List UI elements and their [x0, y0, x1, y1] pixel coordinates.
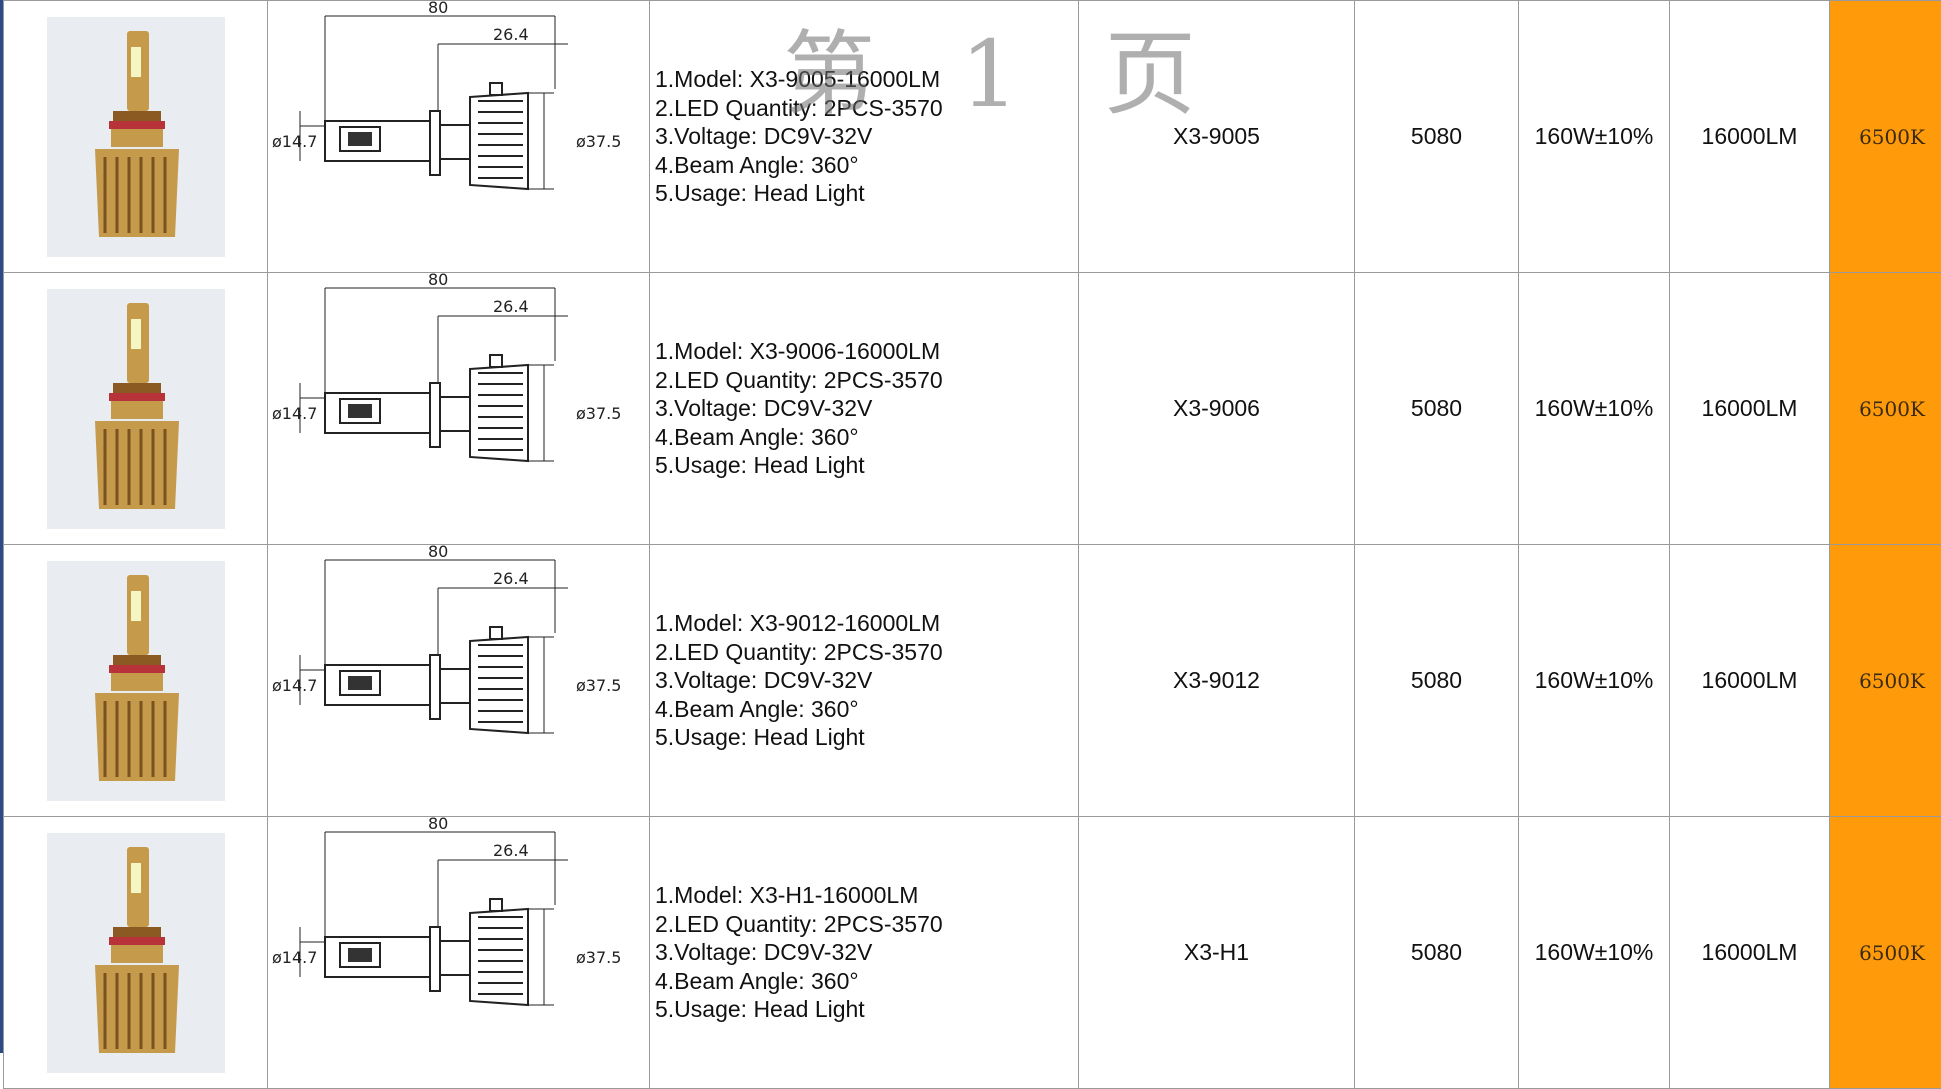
small-diameter-label: ø14.7	[272, 132, 317, 151]
large-diameter-label: ø37.5	[576, 676, 621, 695]
description-line: 5.Usage: Head Light	[655, 723, 1078, 752]
led-headlight-bulb-photo	[47, 561, 225, 801]
lumen-cell: 16000LM	[1670, 273, 1830, 545]
description-line: 2.LED Quantity: 2PCS-3570	[655, 638, 1078, 667]
spreadsheet-page: 80 26.4 ø14.7 ø37.5 1.Model: X3-9005-16000L…	[0, 0, 1941, 1053]
product-photo-cell	[4, 817, 268, 1089]
table-row: 80 26.4 ø14.7 ø37.5 1.Model: X3-9012-16000L…	[4, 545, 1941, 817]
drawing-cell: 80 26.4 ø14.7 ø37.5	[268, 545, 650, 817]
chip-cell: 5080	[1355, 1, 1519, 273]
power-cell: 160W±10%	[1519, 817, 1670, 1089]
description-line: 4.Beam Angle: 360°	[655, 967, 1078, 996]
chip-cell: 5080	[1355, 545, 1519, 817]
bulb-dimension-drawing: 80 26.4 ø14.7 ø37.5	[268, 1, 649, 272]
description-line: 3.Voltage: DC9V-32V	[655, 938, 1078, 967]
neck-dimension-label: 26.4	[493, 841, 529, 860]
large-diameter-label: ø37.5	[576, 404, 621, 423]
color-temperature-cell: 6500K	[1830, 273, 1941, 545]
table-row: 80 26.4 ø14.7 ø37.5 1.Model: X3-H1-16000LM …	[4, 817, 1941, 1089]
led-headlight-bulb-photo	[47, 289, 225, 529]
drawing-cell: 80 26.4 ø14.7 ø37.5	[268, 1, 650, 273]
description-cell: 1.Model: X3-9012-16000LM 2.LED Quantity:…	[650, 545, 1079, 817]
model-cell: X3-9006	[1079, 273, 1355, 545]
power-cell: 160W±10%	[1519, 273, 1670, 545]
small-diameter-label: ø14.7	[272, 404, 317, 423]
description-line: 3.Voltage: DC9V-32V	[655, 394, 1078, 423]
small-diameter-label: ø14.7	[272, 676, 317, 695]
color-temperature-cell: 6500K	[1830, 1, 1941, 273]
color-temperature-cell: 6500K	[1830, 545, 1941, 817]
led-headlight-bulb-photo	[47, 833, 225, 1073]
description-line: 4.Beam Angle: 360°	[655, 151, 1078, 180]
length-dimension-label: 80	[428, 1, 448, 17]
power-cell: 160W±10%	[1519, 545, 1670, 817]
large-diameter-label: ø37.5	[576, 948, 621, 967]
model-cell: X3-H1	[1079, 817, 1355, 1089]
table-row: 80 26.4 ø14.7 ø37.5 1.Model: X3-9006-16000L…	[4, 273, 1941, 545]
bulb-dimension-drawing: 80 26.4 ø14.7 ø37.5	[268, 817, 649, 1088]
product-table: 80 26.4 ø14.7 ø37.5 1.Model: X3-9005-16000L…	[3, 0, 1941, 1089]
bulb-dimension-drawing: 80 26.4 ø14.7 ø37.5	[268, 273, 649, 544]
description-line: 1.Model: X3-9005-16000LM	[655, 65, 1078, 94]
description-line: 2.LED Quantity: 2PCS-3570	[655, 366, 1078, 395]
length-dimension-label: 80	[428, 273, 448, 289]
description-line: 2.LED Quantity: 2PCS-3570	[655, 94, 1078, 123]
bulb-dimension-drawing: 80 26.4 ø14.7 ø37.5	[268, 545, 649, 816]
chip-cell: 5080	[1355, 273, 1519, 545]
neck-dimension-label: 26.4	[493, 297, 529, 316]
drawing-cell: 80 26.4 ø14.7 ø37.5	[268, 817, 650, 1089]
description-line: 3.Voltage: DC9V-32V	[655, 666, 1078, 695]
description-line: 2.LED Quantity: 2PCS-3570	[655, 910, 1078, 939]
description-cell: 1.Model: X3-9006-16000LM 2.LED Quantity:…	[650, 273, 1079, 545]
description-line: 4.Beam Angle: 360°	[655, 695, 1078, 724]
table-row: 80 26.4 ø14.7 ø37.5 1.Model: X3-9005-16000L…	[4, 1, 1941, 273]
power-cell: 160W±10%	[1519, 1, 1670, 273]
drawing-cell: 80 26.4 ø14.7 ø37.5	[268, 273, 650, 545]
model-cell: X3-9012	[1079, 545, 1355, 817]
small-diameter-label: ø14.7	[272, 948, 317, 967]
product-photo-cell	[4, 273, 268, 545]
description-line: 5.Usage: Head Light	[655, 451, 1078, 480]
description-line: 5.Usage: Head Light	[655, 179, 1078, 208]
length-dimension-label: 80	[428, 545, 448, 561]
description-cell: 1.Model: X3-9005-16000LM 2.LED Quantity:…	[650, 1, 1079, 273]
lumen-cell: 16000LM	[1670, 545, 1830, 817]
description-line: 4.Beam Angle: 360°	[655, 423, 1078, 452]
neck-dimension-label: 26.4	[493, 25, 529, 44]
description-line: 1.Model: X3-9012-16000LM	[655, 609, 1078, 638]
description-line: 1.Model: X3-H1-16000LM	[655, 881, 1078, 910]
neck-dimension-label: 26.4	[493, 569, 529, 588]
lumen-cell: 16000LM	[1670, 1, 1830, 273]
color-temperature-cell: 6500K	[1830, 817, 1941, 1089]
chip-cell: 5080	[1355, 817, 1519, 1089]
product-photo-cell	[4, 545, 268, 817]
model-cell: X3-9005	[1079, 1, 1355, 273]
lumen-cell: 16000LM	[1670, 817, 1830, 1089]
description-line: 5.Usage: Head Light	[655, 995, 1078, 1024]
large-diameter-label: ø37.5	[576, 132, 621, 151]
description-line: 1.Model: X3-9006-16000LM	[655, 337, 1078, 366]
length-dimension-label: 80	[428, 817, 448, 833]
description-line: 3.Voltage: DC9V-32V	[655, 122, 1078, 151]
description-cell: 1.Model: X3-H1-16000LM 2.LED Quantity: 2…	[650, 817, 1079, 1089]
product-photo-cell	[4, 1, 268, 273]
led-headlight-bulb-photo	[47, 17, 225, 257]
